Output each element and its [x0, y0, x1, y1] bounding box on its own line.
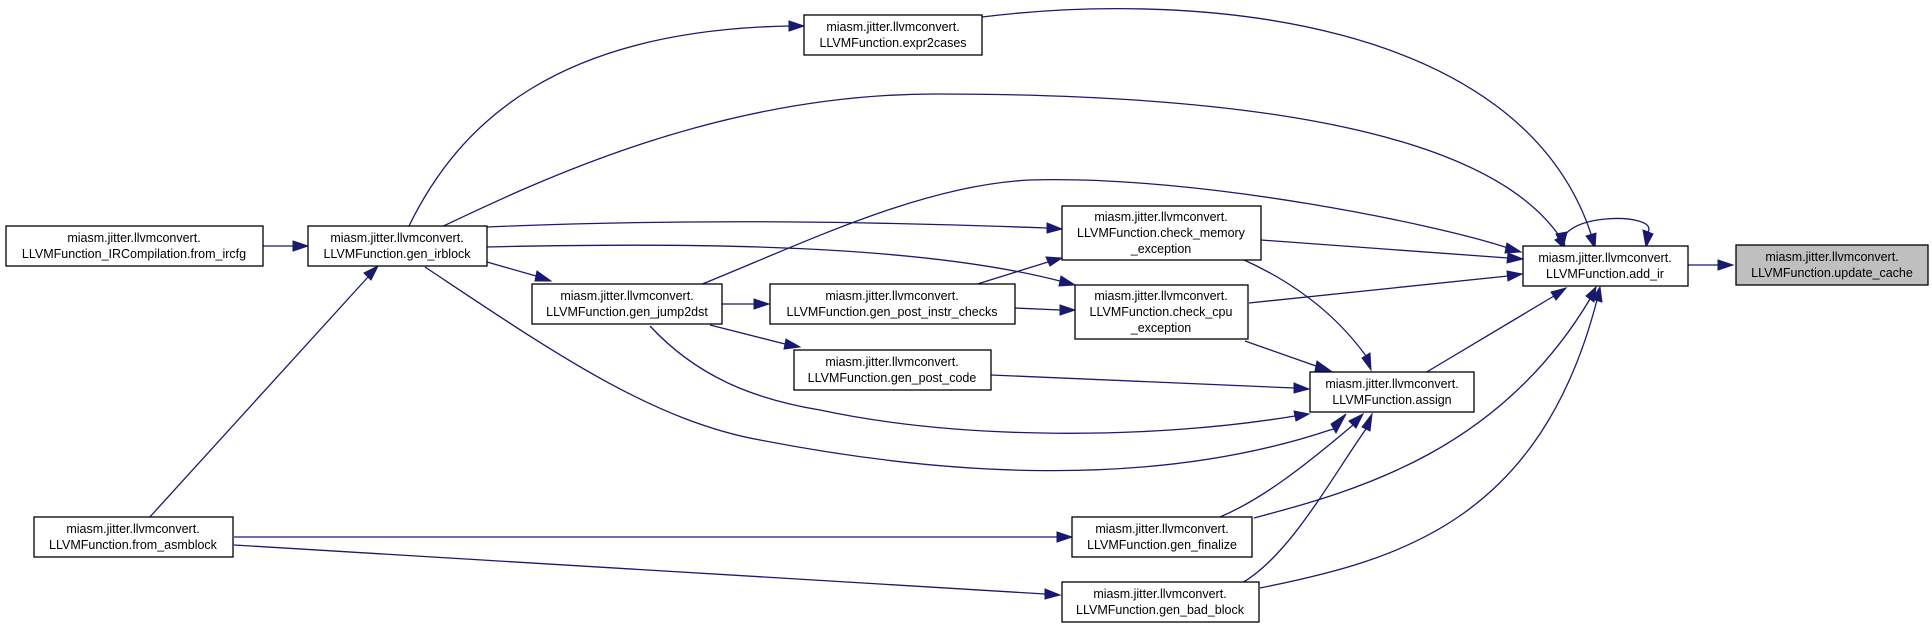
- node-gen-irblock-line1: miasm.jitter.llvmconvert.: [330, 231, 463, 245]
- node-expr2cases-line2: LLVMFunction.expr2cases: [819, 36, 966, 50]
- edge-add-ir-update-cache: [1688, 259, 1735, 271]
- node-check-cpu-exception-line1: miasm.jitter.llvmconvert.: [1094, 289, 1227, 303]
- node-from-ircfg[interactable]: miasm.jitter.llvmconvert. LLVMFunction_I…: [5, 225, 264, 267]
- edge-from-asmblock-gen-bad-block: [233, 544, 1062, 600]
- edge-gen-bad-block-assign: [1241, 412, 1373, 584]
- node-add-ir[interactable]: miasm.jitter.llvmconvert. LLVMFunction.a…: [1522, 245, 1689, 287]
- node-gen-jump2dst[interactable]: miasm.jitter.llvmconvert. LLVMFunction.g…: [531, 283, 723, 325]
- node-check-memory-exception-line2: LLVMFunction.check_memory: [1077, 226, 1246, 240]
- node-gen-post-instr-checks[interactable]: miasm.jitter.llvmconvert. LLVMFunction.g…: [769, 283, 1016, 325]
- node-gen-jump2dst-line2: LLVMFunction.gen_jump2dst: [546, 305, 708, 319]
- node-check-memory-exception-line1: miasm.jitter.llvmconvert.: [1094, 210, 1227, 224]
- edge-gen-finalize-assign: [1219, 412, 1365, 518]
- node-add-ir-line1: miasm.jitter.llvmconvert.: [1538, 251, 1671, 265]
- node-check-cpu-exception-line3: _exception: [1130, 321, 1192, 335]
- node-gen-finalize-line2: LLVMFunction.gen_finalize: [1087, 538, 1237, 552]
- node-gen-finalize-line1: miasm.jitter.llvmconvert.: [1095, 522, 1228, 536]
- node-gen-bad-block[interactable]: miasm.jitter.llvmconvert. LLVMFunction.g…: [1061, 581, 1260, 623]
- node-check-cpu-exception[interactable]: miasm.jitter.llvmconvert. LLVMFunction.c…: [1074, 284, 1249, 340]
- node-gen-post-instr-checks-line2: LLVMFunction.gen_post_instr_checks: [787, 305, 998, 319]
- edge-from-asmblock-gen-irblock: [147, 264, 380, 520]
- edge-check-cpu-exception-assign: [1244, 340, 1333, 372]
- edge-from-ircfg-gen-irblock: [263, 240, 310, 252]
- node-gen-post-instr-checks-line1: miasm.jitter.llvmconvert.: [825, 289, 958, 303]
- edge-from-asmblock-gen-finalize: [234, 531, 1074, 543]
- node-gen-jump2dst-line1: miasm.jitter.llvmconvert.: [560, 289, 693, 303]
- node-gen-bad-block-line1: miasm.jitter.llvmconvert.: [1093, 587, 1226, 601]
- node-gen-irblock[interactable]: miasm.jitter.llvmconvert. LLVMFunction.g…: [307, 225, 488, 267]
- node-update-cache-line1: miasm.jitter.llvmconvert.: [1765, 250, 1898, 264]
- edge-gen-jump2dst-assign: [649, 325, 1311, 434]
- node-gen-post-code-line2: LLVMFunction.gen_post_code: [808, 371, 977, 385]
- edge-gen-post-code-assign: [990, 374, 1311, 394]
- node-gen-post-code-line1: miasm.jitter.llvmconvert.: [825, 355, 958, 369]
- edge-check-cpu-exception-add-ir: [1248, 270, 1524, 304]
- edge-gen-jump2dst-gen-post-instr-checks: [722, 298, 771, 310]
- node-from-asmblock-line1: miasm.jitter.llvmconvert.: [66, 522, 199, 536]
- node-update-cache-line2: LLVMFunction.update_cache: [1751, 266, 1913, 280]
- edge-gen-irblock-assign: [424, 266, 1347, 472]
- node-check-cpu-exception-line2: LLVMFunction.check_cpu: [1090, 305, 1233, 319]
- edge-gen-irblock-check-memory-exception: [486, 221, 1064, 234]
- node-from-asmblock[interactable]: miasm.jitter.llvmconvert. LLVMFunction.f…: [33, 516, 234, 558]
- edge-gen-irblock-gen-jump2dst: [486, 261, 553, 282]
- node-add-ir-line2: LLVMFunction.add_ir: [1546, 267, 1664, 281]
- edge-expr2cases-add-ir: [981, 8, 1597, 250]
- node-check-memory-exception[interactable]: miasm.jitter.llvmconvert. LLVMFunction.c…: [1061, 205, 1262, 261]
- edge-gen-jump2dst-gen-post-code: [709, 324, 802, 350]
- edge-add-ir-self: [1555, 217, 1654, 250]
- node-from-ircfg-line1: miasm.jitter.llvmconvert.: [67, 231, 200, 245]
- edge-check-memory-exception-add-ir: [1260, 239, 1525, 264]
- node-update-cache[interactable]: miasm.jitter.llvmconvert. LLVMFunction.u…: [1735, 244, 1929, 286]
- node-from-asmblock-line2: LLVMFunction.from_asmblock: [49, 538, 218, 552]
- node-gen-finalize[interactable]: miasm.jitter.llvmconvert. LLVMFunction.g…: [1071, 516, 1253, 558]
- node-gen-irblock-line2: LLVMFunction.gen_irblock: [323, 247, 471, 261]
- node-expr2cases-line1: miasm.jitter.llvmconvert.: [826, 20, 959, 34]
- node-assign-line1: miasm.jitter.llvmconvert.: [1325, 377, 1458, 391]
- edge-gen-irblock-check-cpu-exception: [486, 244, 1077, 287]
- edge-gen-jump2dst-add-ir: [694, 179, 1523, 288]
- edge-gen-irblock-expr2cases: [407, 20, 806, 229]
- edge-gen-bad-block-add-ir: [1259, 285, 1603, 589]
- node-assign[interactable]: miasm.jitter.llvmconvert. LLVMFunction.a…: [1309, 371, 1475, 413]
- node-gen-bad-block-line2: LLVMFunction.gen_bad_block: [1076, 603, 1245, 617]
- node-assign-line2: LLVMFunction.assign: [1332, 393, 1451, 407]
- node-gen-post-code[interactable]: miasm.jitter.llvmconvert. LLVMFunction.g…: [793, 349, 992, 391]
- edge-check-memory-exception-assign: [1241, 258, 1372, 372]
- node-check-memory-exception-line3: _exception: [1130, 242, 1192, 256]
- node-from-ircfg-line2: LLVMFunction_IRCompilation.from_ircfg: [22, 247, 246, 261]
- node-expr2cases[interactable]: miasm.jitter.llvmconvert. LLVMFunction.e…: [803, 14, 983, 56]
- edge-assign-add-ir: [1424, 287, 1568, 374]
- edge-gen-post-instr-checks-check-cpu-exception: [1014, 304, 1077, 316]
